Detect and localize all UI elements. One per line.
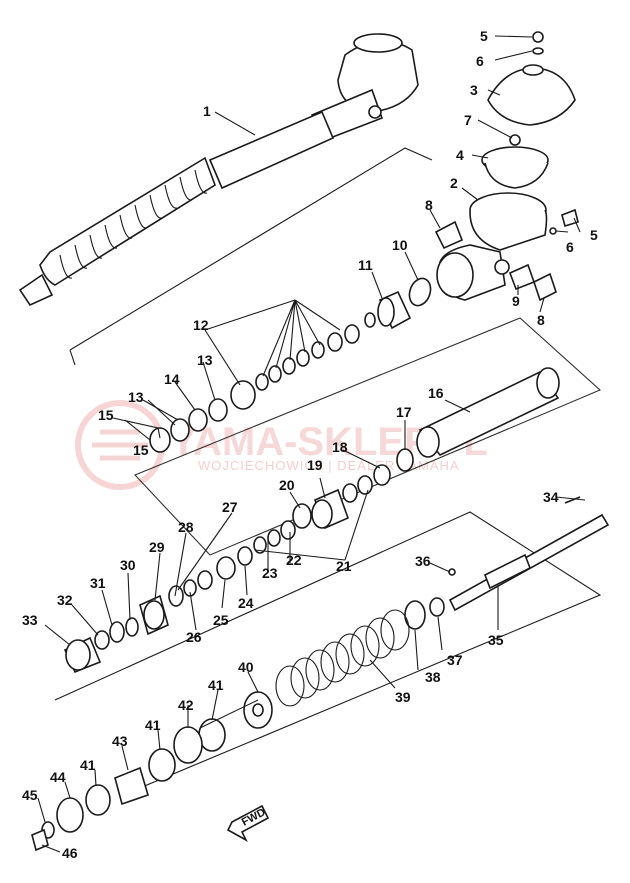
watermark-subtitle: WOJCIECHOWICZ | DEALER YAMAHA (198, 458, 460, 473)
parts-40-46-stack (31, 691, 273, 852)
callout-9: 9 (512, 293, 520, 309)
callout-3: 3 (470, 82, 478, 98)
callout-6b: 6 (566, 239, 574, 255)
callout-27: 27 (222, 499, 238, 515)
part-4-cup (481, 146, 549, 189)
callout-5a: 5 (480, 28, 488, 44)
callout-8a: 8 (425, 197, 433, 213)
callout-35: 35 (488, 632, 504, 648)
part-10-11 (377, 277, 432, 330)
callout-13b: 13 (128, 389, 144, 405)
callout-43: 43 (112, 733, 128, 749)
callout-36: 36 (415, 553, 431, 569)
parts-18-23 (253, 464, 391, 554)
callout-41b: 41 (145, 717, 161, 733)
part-12-washer-stack (149, 312, 376, 453)
callout-44: 44 (50, 769, 66, 785)
forward-arrow-icon: FWD (226, 804, 270, 842)
callout-5b: 5 (590, 227, 598, 243)
callout-37: 37 (447, 652, 463, 668)
callout-40: 40 (238, 659, 254, 675)
callout-26: 26 (186, 629, 202, 645)
callout-19: 19 (307, 457, 323, 473)
callout-18: 18 (332, 439, 348, 455)
callout-31: 31 (90, 575, 106, 591)
callout-42: 42 (178, 697, 194, 713)
callout-25: 25 (213, 612, 229, 628)
callout-33: 33 (22, 612, 38, 628)
callout-15b: 15 (133, 442, 149, 458)
part-1-fork-assembly (18, 33, 419, 307)
callout-16: 16 (428, 385, 444, 401)
parts-34-37-rod (429, 496, 610, 617)
callout-32: 32 (57, 592, 73, 608)
callout-28: 28 (178, 519, 194, 535)
callout-1: 1 (203, 103, 211, 119)
callout-21: 21 (336, 558, 352, 574)
callout-12: 12 (193, 317, 209, 333)
callout-11: 11 (358, 257, 373, 273)
callout-39: 39 (395, 689, 411, 705)
callout-7: 7 (464, 112, 472, 128)
callout-10: 10 (392, 237, 408, 253)
callout-2: 2 (450, 175, 458, 191)
callout-8b: 8 (537, 312, 545, 328)
callout-14: 14 (164, 371, 180, 387)
part-2-housing (436, 192, 548, 301)
leader-lines (37, 35, 586, 853)
parts-24-33 (63, 546, 253, 674)
callout-46: 46 (62, 845, 78, 861)
callout-38: 38 (425, 669, 441, 685)
callout-4: 4 (456, 147, 464, 163)
callout-24: 24 (238, 595, 254, 611)
callout-15a: 15 (98, 407, 114, 423)
callout-13a: 13 (197, 352, 213, 368)
callout-34: 34 (543, 489, 559, 505)
callout-23: 23 (262, 565, 278, 581)
callout-41c: 41 (80, 757, 96, 773)
callout-45: 45 (22, 787, 38, 803)
callout-17: 17 (396, 404, 412, 420)
callout-22: 22 (286, 552, 302, 568)
part-3-boot (487, 64, 576, 126)
callout-numbers: 1 2 3 4 5 5 6 6 7 8 8 9 10 11 12 13 13 1… (22, 28, 598, 861)
small-fasteners (434, 31, 579, 302)
callout-6a: 6 (476, 53, 484, 69)
callout-29: 29 (149, 539, 165, 555)
callout-41a: 41 (208, 677, 224, 693)
callout-30: 30 (120, 557, 136, 573)
parts-38-39-spring (275, 600, 426, 707)
callout-20: 20 (279, 477, 295, 493)
